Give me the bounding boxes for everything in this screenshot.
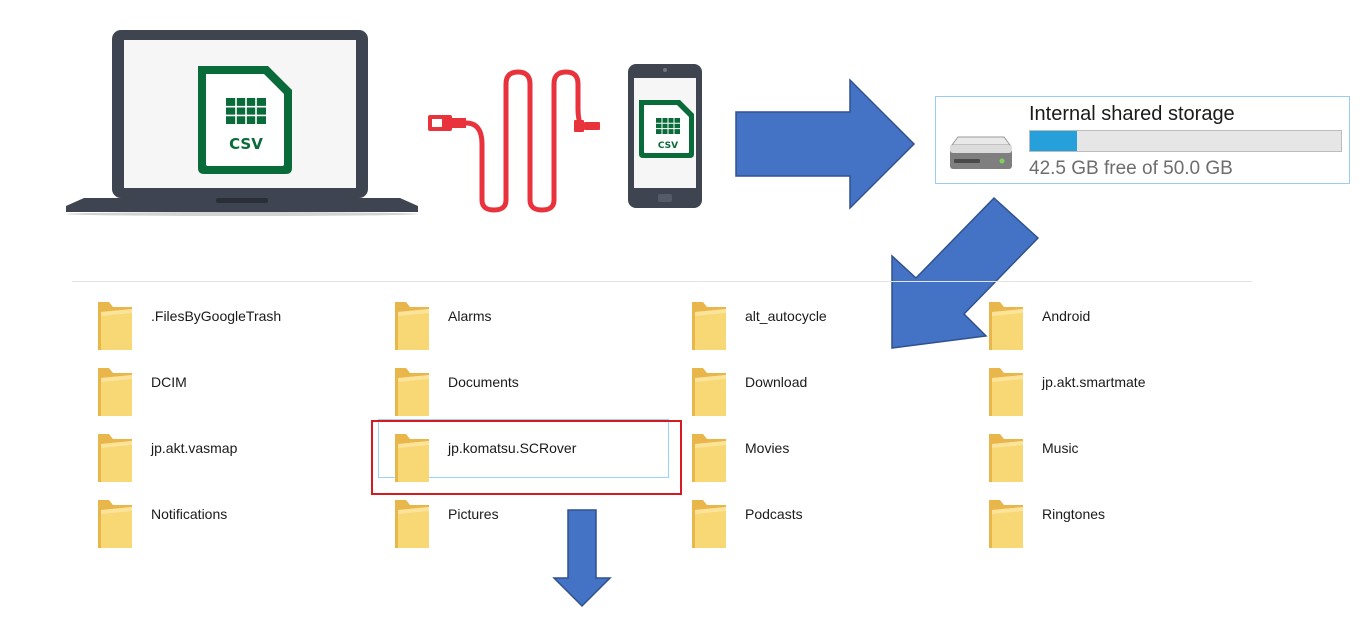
folder-label: Music xyxy=(1042,440,1079,456)
folder-label: Podcasts xyxy=(745,506,803,522)
laptop-illustration: CSV xyxy=(66,30,418,216)
phone-csv-label: CSV xyxy=(658,141,678,151)
folder-label: jp.akt.vasmap xyxy=(151,440,238,456)
folder-icon xyxy=(989,302,1023,350)
folder-label: DCIM xyxy=(151,374,187,390)
folder-icon xyxy=(395,500,429,548)
usb-cable-illustration xyxy=(428,69,600,213)
folder-item[interactable]: Documents xyxy=(393,366,690,432)
internal-storage-tile[interactable]: Internal shared storage 42.5 GB free of … xyxy=(935,96,1350,184)
folder-icon xyxy=(395,434,429,482)
storage-usage-bar xyxy=(1029,130,1342,152)
folder-icon xyxy=(395,368,429,416)
folder-icon xyxy=(989,500,1023,548)
folder-item[interactable]: Podcasts xyxy=(690,498,987,564)
folder-label: Notifications xyxy=(151,506,228,522)
arrow-right-icon xyxy=(735,78,916,210)
folder-item[interactable]: Ringtones xyxy=(987,498,1284,564)
folder-item[interactable]: jp.akt.vasmap xyxy=(96,432,393,498)
laptop-csv-label: CSV xyxy=(229,135,263,153)
folder-icon xyxy=(98,434,132,482)
folder-icon xyxy=(692,500,726,548)
folder-item[interactable]: jp.komatsu.SCRover xyxy=(378,419,690,498)
folder-label: Android xyxy=(1042,308,1091,324)
folder-item[interactable]: alt_autocycle xyxy=(690,300,987,366)
folder-label: .FilesByGoogleTrash xyxy=(151,308,282,324)
folder-label: Alarms xyxy=(448,308,492,324)
phone-csv-file-icon: CSV xyxy=(639,100,694,158)
storage-title: Internal shared storage xyxy=(1029,103,1235,125)
folder-label: Movies xyxy=(745,440,790,456)
folder-label: jp.akt.smartmate xyxy=(1042,374,1146,390)
folder-item[interactable]: jp.akt.smartmate xyxy=(987,366,1284,432)
folder-item[interactable]: Music xyxy=(987,432,1284,498)
arrow-down-icon xyxy=(552,509,612,608)
folder-label: jp.komatsu.SCRover xyxy=(448,440,577,456)
folder-item[interactable]: Android xyxy=(987,300,1284,366)
folder-item[interactable]: Alarms xyxy=(393,300,690,366)
csv-file-icon: CSV xyxy=(198,66,292,174)
folder-label: Documents xyxy=(448,374,519,390)
folder-item[interactable]: DCIM xyxy=(96,366,393,432)
folder-icon xyxy=(989,434,1023,482)
folder-icon xyxy=(692,434,726,482)
storage-usage-fill xyxy=(1030,131,1077,151)
folder-item[interactable]: Download xyxy=(690,366,987,432)
folder-item[interactable]: Pictures xyxy=(393,498,690,564)
folder-icon xyxy=(98,500,132,548)
divider xyxy=(72,281,1252,282)
folder-icon xyxy=(989,368,1023,416)
highlight-box xyxy=(371,420,682,495)
storage-free-text: 42.5 GB free of 50.0 GB xyxy=(1029,158,1233,179)
arrow-down-left-icon xyxy=(891,196,1040,349)
folder-item[interactable]: Notifications xyxy=(96,498,393,564)
phone-illustration: CSV xyxy=(628,64,702,208)
folder-label: alt_autocycle xyxy=(745,308,827,324)
folder-icon xyxy=(692,368,726,416)
folder-label: Download xyxy=(745,374,808,390)
folder-item[interactable]: .FilesByGoogleTrash xyxy=(96,300,393,366)
folder-label: Ringtones xyxy=(1042,506,1106,522)
folder-icon xyxy=(395,302,429,350)
hard-drive-icon xyxy=(950,136,1012,169)
folder-label: Pictures xyxy=(448,506,499,522)
folder-icon xyxy=(98,302,132,350)
folder-icon xyxy=(692,302,726,350)
folder-item[interactable]: Movies xyxy=(690,432,987,498)
folder-icon xyxy=(98,368,132,416)
folder-grid: .FilesByGoogleTrash Alarms alt_autocycle… xyxy=(96,300,1286,564)
